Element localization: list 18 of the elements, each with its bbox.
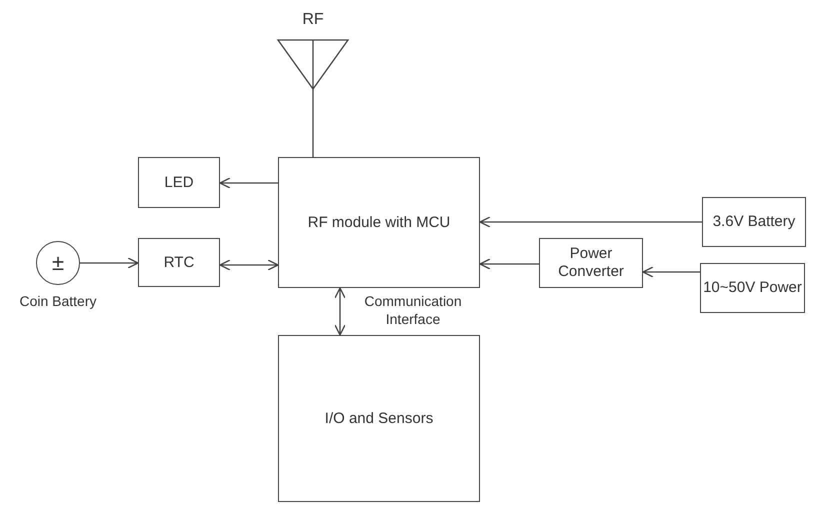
battery-caption: Coin Battery: [18, 293, 98, 310]
arrow: [80, 257, 139, 269]
process-box: I/O and Sensors: [278, 335, 480, 502]
arrow: [642, 266, 700, 278]
arrow: [219, 177, 278, 189]
arrow: [334, 287, 346, 336]
battery-symbol: ±: [36, 241, 80, 285]
process-box: Power Converter: [539, 238, 643, 288]
process-box: 3.6V Battery: [702, 197, 806, 247]
arrow: [219, 259, 279, 271]
antenna-label: RF: [301, 10, 325, 30]
antenna-symbol: [277, 39, 350, 90]
arrow: [479, 216, 702, 228]
process-box: RTC: [138, 238, 220, 287]
arrow: [479, 258, 539, 270]
process-box: LED: [138, 157, 220, 208]
process-box: RF module with MCU: [278, 157, 480, 288]
process-box: 10~50V Power: [700, 263, 805, 313]
